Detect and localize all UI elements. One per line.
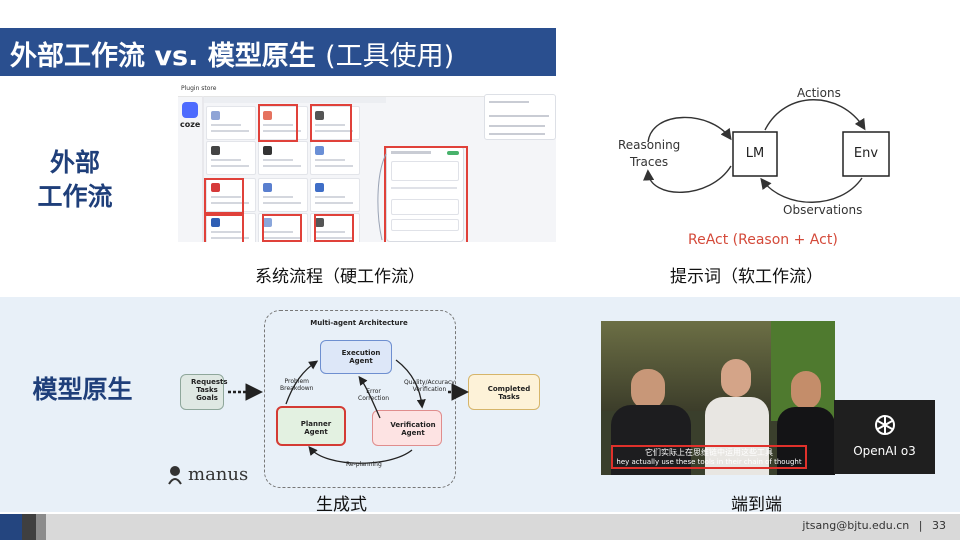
react-reasoning: Reasoning bbox=[618, 138, 681, 152]
subtitle-highlight bbox=[611, 445, 807, 469]
coze-brand: coze bbox=[180, 120, 201, 129]
coze-tabs bbox=[204, 97, 386, 103]
footer-accent bbox=[36, 514, 46, 540]
title-bar: 外部工作流 vs. 模型原生 (工具使用) bbox=[0, 28, 556, 76]
plugin-card bbox=[258, 213, 308, 242]
highlight-box bbox=[258, 104, 298, 142]
caption-generative: 生成式 bbox=[316, 495, 367, 515]
manus-arrows bbox=[228, 359, 469, 464]
plugin-card bbox=[310, 213, 360, 242]
verification-agent-box: Verification Agent bbox=[372, 410, 442, 446]
openai-badge: OpenAI o3 bbox=[834, 400, 935, 474]
requests-box: Requests Tasks Goals bbox=[180, 374, 228, 410]
react-actions: Actions bbox=[797, 86, 841, 100]
person-head bbox=[631, 369, 665, 409]
openai-label: OpenAI o3 bbox=[853, 444, 916, 458]
page-number: 33 bbox=[932, 519, 946, 532]
title-light: (工具使用) bbox=[325, 41, 455, 72]
condition-panel bbox=[484, 94, 556, 140]
react-observations: Observations bbox=[783, 203, 863, 217]
react-traces: Traces bbox=[630, 155, 669, 169]
react-env: Env bbox=[853, 146, 879, 161]
manus-logo-icon bbox=[166, 464, 184, 486]
title-bold: 外部工作流 vs. 模型原生 bbox=[10, 41, 316, 72]
execution-agent-box: Execution Agent bbox=[320, 340, 392, 374]
arch-title: Multi-agent Architecture bbox=[310, 319, 408, 327]
highlight-box bbox=[262, 214, 302, 242]
plugin-card bbox=[258, 106, 308, 140]
plugin-card bbox=[206, 106, 256, 140]
footer-separator: | bbox=[918, 519, 923, 532]
subtitle-cn: 它们实际上在思维链中运用这些工具 bbox=[645, 448, 773, 457]
react-lm: LM bbox=[745, 146, 765, 161]
workflow-node-panel bbox=[386, 146, 464, 242]
footer-accent bbox=[0, 514, 22, 540]
caption-prompt: 提示词（软工作流） bbox=[670, 267, 823, 287]
coze-logo-icon bbox=[182, 102, 198, 118]
highlight-box bbox=[384, 146, 468, 242]
quality-verification-label: Quality/Accuracy Verification bbox=[404, 379, 455, 393]
label-external-workflow: 外部 工作流 bbox=[37, 148, 113, 211]
coze-divider bbox=[202, 96, 204, 242]
react-caption: ReAct (Reason + Act) bbox=[688, 232, 838, 248]
subtitle-en: hey actually use these tools in their ch… bbox=[616, 458, 802, 466]
footer-accent bbox=[22, 514, 36, 540]
connector-line bbox=[377, 153, 387, 241]
openai-logo-icon bbox=[875, 415, 895, 435]
plugin-card bbox=[258, 141, 308, 175]
coze-screenshot: Plugin store coze bbox=[178, 84, 556, 242]
coze-plugin-title: Plugin store bbox=[181, 85, 217, 92]
coze-header: Plugin store bbox=[178, 84, 556, 97]
footer: jtsang@bjtu.edu.cn | 33 bbox=[802, 519, 946, 532]
manus-brand: manus bbox=[188, 464, 249, 485]
highlight-box bbox=[204, 178, 244, 214]
plugin-card bbox=[206, 141, 256, 175]
slide-title: 外部工作流 vs. 模型原生 (工具使用) bbox=[10, 34, 454, 73]
person-head bbox=[721, 359, 751, 397]
caption-end-to-end: 端到端 bbox=[731, 495, 782, 515]
video-still: 它们实际上在思维链中运用这些工具 hey actually use these … bbox=[601, 321, 835, 475]
planner-agent-box: Planner Agent bbox=[276, 406, 346, 446]
footer-email: jtsang@bjtu.edu.cn bbox=[802, 519, 910, 532]
completed-tasks-box: Completed Tasks bbox=[468, 374, 540, 410]
problem-breakdown-label: Problem Breakdown bbox=[280, 378, 314, 392]
highlight-box bbox=[204, 214, 244, 242]
caption-system-flow: 系统流程（硬工作流） bbox=[255, 267, 425, 287]
footer-bar bbox=[0, 514, 960, 540]
label-model-native: 模型原生 bbox=[32, 375, 133, 404]
react-diagram bbox=[643, 99, 890, 203]
highlight-box bbox=[314, 214, 354, 242]
highlight-box bbox=[310, 104, 352, 142]
plugin-card bbox=[258, 178, 308, 212]
plugin-card bbox=[310, 141, 360, 175]
error-correction-label: Error Correction bbox=[358, 388, 390, 402]
plugin-card bbox=[310, 178, 360, 212]
replanning-label: Re-planning bbox=[346, 461, 382, 468]
person-head bbox=[791, 371, 821, 409]
